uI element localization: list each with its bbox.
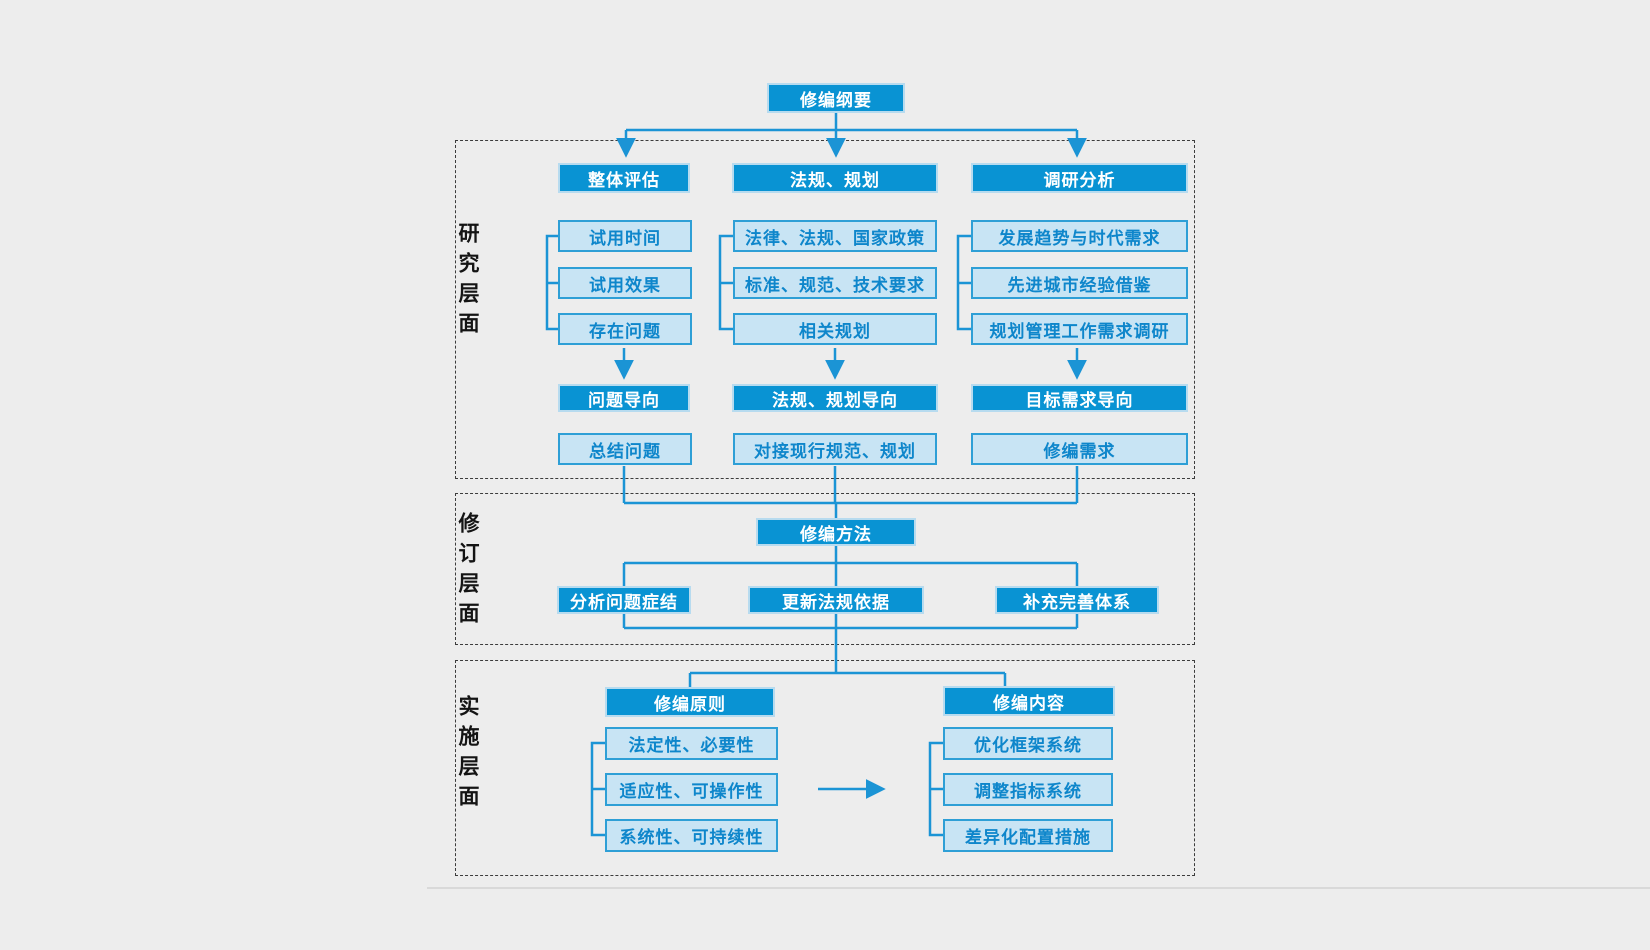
node-differentiated-measures: 差异化配置措施 — [943, 819, 1113, 852]
node-standards-requirements: 标准、规范、技术要求 — [733, 267, 937, 299]
node-city-experience: 先进城市经验借鉴 — [971, 267, 1188, 299]
node-trial-period: 试用时间 — [558, 220, 692, 252]
node-goal-demand-oriented: 目标需求导向 — [971, 384, 1188, 412]
node-laws-policies: 法律、法规、国家政策 — [733, 220, 937, 252]
node-revision-method: 修编方法 — [756, 518, 916, 546]
section-label-implementation: 实施层面 — [456, 695, 479, 815]
node-regulation-oriented: 法规、规划导向 — [732, 384, 938, 412]
node-research-analysis: 调研分析 — [971, 163, 1188, 193]
section-label-revision: 修订层面 — [456, 512, 479, 632]
section-label-research: 研究层面 — [456, 222, 479, 342]
node-development-trends: 发展趋势与时代需求 — [971, 220, 1188, 252]
node-existing-problems: 存在问题 — [558, 313, 692, 345]
node-revision-content: 修编内容 — [943, 686, 1115, 716]
node-optimize-framework: 优化框架系统 — [943, 727, 1113, 760]
node-regulations-planning: 法规、规划 — [732, 163, 938, 193]
connector-lines — [545, 113, 1087, 837]
node-revision-principles: 修编原则 — [605, 687, 775, 717]
node-overall-evaluation: 整体评估 — [558, 163, 690, 193]
bottom-divider-line — [427, 887, 1650, 889]
section-frame-revision — [455, 493, 1195, 645]
node-legality-necessity: 法定性、必要性 — [605, 727, 778, 760]
node-adaptability-operability: 适应性、可操作性 — [605, 773, 778, 806]
node-summarize-problems: 总结问题 — [558, 433, 692, 465]
node-management-needs-survey: 规划管理工作需求调研 — [971, 313, 1188, 345]
node-revision-needs: 修编需求 — [971, 433, 1188, 465]
node-align-current-standards: 对接现行规范、规划 — [733, 433, 937, 465]
node-supplement-system: 补充完善体系 — [995, 586, 1159, 614]
node-systematic-sustainability: 系统性、可持续性 — [605, 819, 778, 852]
node-related-planning: 相关规划 — [733, 313, 937, 345]
node-problem-oriented: 问题导向 — [558, 384, 690, 412]
node-update-legal-basis: 更新法规依据 — [748, 586, 924, 614]
node-analyze-problem-crux: 分析问题症结 — [557, 586, 691, 614]
node-revision-outline: 修编纲要 — [767, 83, 905, 113]
section-frame-research — [455, 140, 1195, 479]
section-frame-implementation — [455, 660, 1195, 876]
node-adjust-indicators: 调整指标系统 — [943, 773, 1113, 806]
node-trial-effect: 试用效果 — [558, 267, 692, 299]
